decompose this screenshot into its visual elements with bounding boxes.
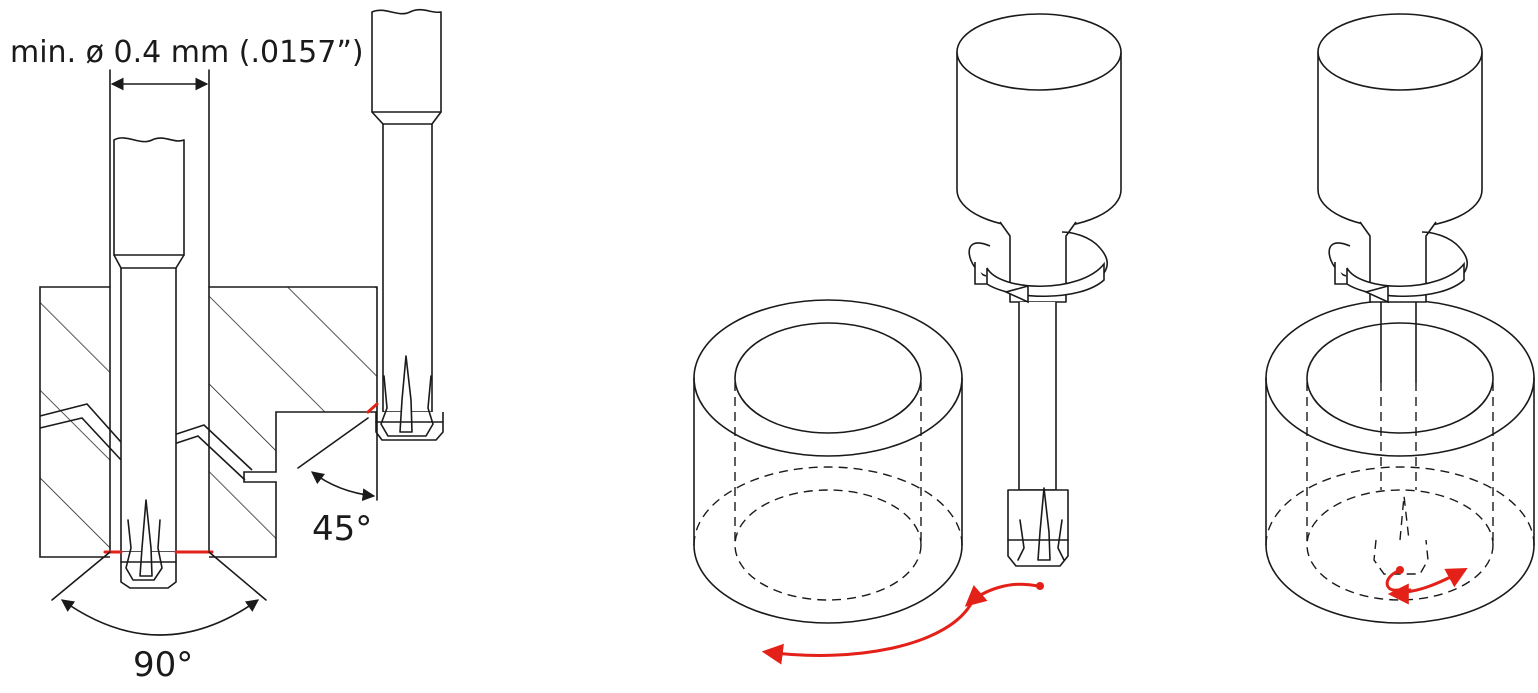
rotation-arrow-icon [968,231,1108,304]
angle-45-dimension [297,411,378,502]
cross-section-panel: min. ø 0.4 mm (.0157”) 90° [10,8,444,685]
orbital-feed-arrow-icon [761,582,1044,665]
tool-with-holder-middle [956,13,1122,567]
angle-90-label: 90° [133,645,193,685]
angle-45-label: 45° [312,509,372,549]
deburring-tool-in-bore [113,137,185,589]
tool-with-holder-right [1317,13,1483,575]
rotation-arrow-icon-right [1328,231,1468,304]
angle-90-dimension [51,551,267,636]
orbital-feed-arrow-icon-right [1385,566,1468,605]
deburring-tool-outside [371,8,444,441]
diameter-dimension [109,69,210,288]
tube-workpiece-empty [693,299,963,624]
deburred-edge-highlights [103,402,379,554]
min-diameter-label: min. ø 0.4 mm (.0157”) [10,35,364,70]
